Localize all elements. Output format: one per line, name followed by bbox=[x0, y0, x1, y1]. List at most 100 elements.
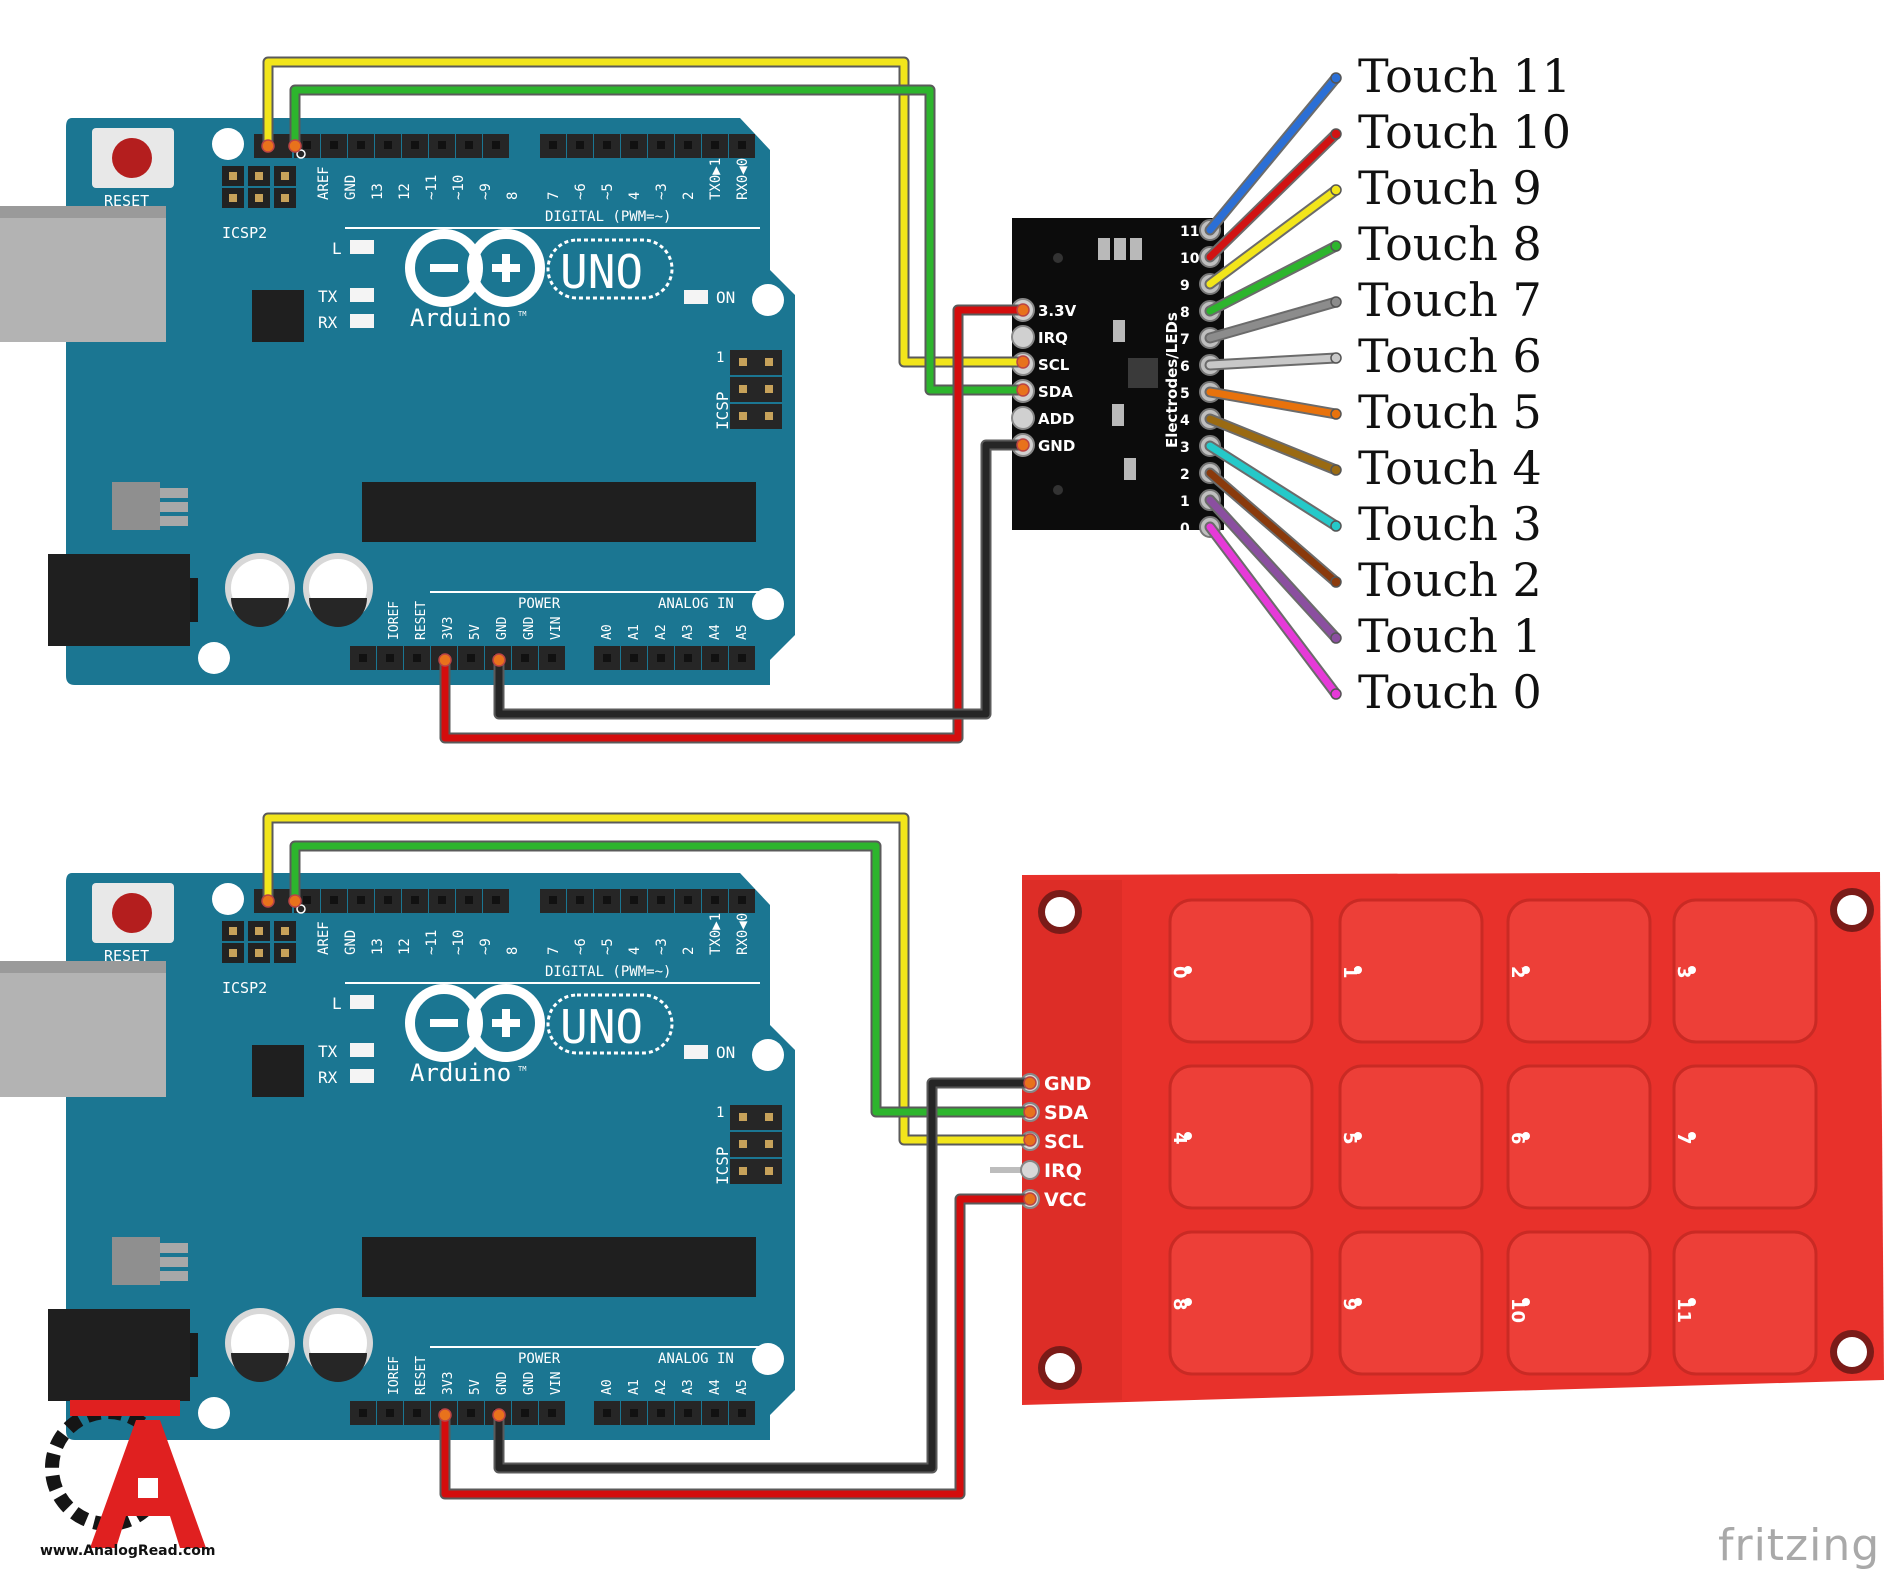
usb-chip bbox=[252, 1045, 304, 1097]
logo-letter-a-counter bbox=[138, 1478, 158, 1498]
digital-pin-label: 2 bbox=[681, 192, 697, 200]
header-hole bbox=[357, 896, 365, 904]
electrode-number: 11 bbox=[1180, 224, 1199, 240]
icsp2-pad bbox=[229, 194, 237, 202]
digital-pin-label: ~10 bbox=[451, 175, 467, 200]
electrodes-label: Electrodes/LEDs bbox=[1163, 312, 1181, 448]
icsp-pad bbox=[739, 358, 747, 366]
power-pin-label: IOREF bbox=[387, 1356, 402, 1395]
digital-pin-label: ~9 bbox=[478, 183, 494, 200]
keypad-pad-10 bbox=[1506, 1230, 1652, 1376]
digital-pin-label: TX0▶1 bbox=[708, 158, 724, 200]
electrode-number: 8 bbox=[1180, 305, 1190, 321]
keypad-pin-label: VCC bbox=[1044, 1189, 1087, 1211]
pad-via bbox=[1354, 1132, 1362, 1140]
header-hole bbox=[330, 896, 338, 904]
usb-connector-top bbox=[0, 206, 166, 218]
touch-wire bbox=[1206, 186, 1340, 288]
breakout-pin-label: SCL bbox=[1038, 356, 1070, 374]
wire-3v3-top-end bbox=[438, 653, 452, 667]
smd-part bbox=[1124, 458, 1136, 480]
digital-pin-label: GND bbox=[343, 930, 359, 955]
power-pin-label: GND bbox=[522, 616, 537, 640]
led-tx-label: TX bbox=[318, 287, 338, 306]
analog-pin-label: A1 bbox=[627, 1379, 642, 1395]
icsp2-pad bbox=[281, 927, 289, 935]
header-hole bbox=[738, 1409, 746, 1417]
icsp2-pad bbox=[281, 949, 289, 957]
usb-connector bbox=[0, 973, 166, 1097]
icsp2-pad bbox=[255, 194, 263, 202]
header-hole bbox=[738, 896, 746, 904]
wire-scl-top-end bbox=[261, 139, 275, 153]
wire-scl-bottom-end bbox=[261, 894, 275, 908]
led-l-label: L bbox=[332, 239, 342, 258]
capacitor-stripe bbox=[309, 1353, 367, 1382]
analog-pin-label: A2 bbox=[654, 1379, 669, 1395]
analog-pin-label: A3 bbox=[681, 1379, 696, 1395]
touch-wire bbox=[1206, 469, 1340, 586]
digital-pin-label: TX0▶1 bbox=[708, 913, 724, 955]
power-pin-label: 5V bbox=[468, 624, 483, 640]
voltage-regulator bbox=[112, 1237, 160, 1285]
header-hole bbox=[303, 896, 311, 904]
digital-pin-label: 4 bbox=[627, 192, 643, 200]
electrode-number: 4 bbox=[1180, 413, 1190, 429]
digital-pin-label: 8 bbox=[505, 192, 521, 200]
regulator-lead bbox=[160, 516, 188, 526]
header-hole bbox=[711, 1409, 719, 1417]
led-on bbox=[684, 290, 708, 304]
header-hole bbox=[657, 896, 665, 904]
regulator-lead bbox=[160, 1271, 188, 1281]
electrode-number: 5 bbox=[1180, 386, 1190, 402]
breakout-pin-label: ADD bbox=[1038, 410, 1075, 428]
icsp2-pad bbox=[229, 949, 237, 957]
icsp-pad bbox=[765, 412, 773, 420]
capacitor-stripe bbox=[231, 1353, 289, 1382]
keypad-pad-number: 2 bbox=[1507, 966, 1528, 979]
arduino-text: Arduino bbox=[410, 1059, 511, 1087]
analog-pin-label: A5 bbox=[735, 1379, 750, 1395]
header-hole bbox=[576, 141, 584, 149]
led-rx-label: RX bbox=[318, 313, 338, 332]
led-l bbox=[350, 240, 374, 254]
keypad-pad-2 bbox=[1506, 898, 1652, 1044]
keypad-pad-3 bbox=[1672, 898, 1818, 1044]
led-on-label: ON bbox=[716, 1043, 735, 1062]
dc-power-jack bbox=[48, 554, 190, 646]
icsp-pad bbox=[739, 1140, 747, 1148]
plus-sign-v bbox=[502, 254, 510, 282]
header-hole bbox=[711, 896, 719, 904]
icsp-pad bbox=[765, 358, 773, 366]
led-tx-label: TX bbox=[318, 1042, 338, 1061]
board-body bbox=[66, 873, 795, 1440]
header-hole bbox=[603, 654, 611, 662]
infinity-logo-left bbox=[405, 229, 483, 307]
keypad-pad-number: 7 bbox=[1673, 1132, 1694, 1145]
icsp2-label: ICSP2 bbox=[222, 224, 267, 242]
digital-pin-label: 13 bbox=[370, 183, 386, 200]
digital-pin-label: 13 bbox=[370, 938, 386, 955]
icsp-pad bbox=[765, 385, 773, 393]
infinity-logo-right bbox=[467, 984, 545, 1062]
analog-pin-label: A0 bbox=[600, 1379, 615, 1395]
digital-pin-label: ~6 bbox=[573, 938, 589, 955]
header-hole bbox=[465, 141, 473, 149]
touch-label-9: Touch 9 bbox=[1358, 161, 1542, 215]
analog-label: ANALOG IN bbox=[658, 1351, 734, 1367]
smd-part bbox=[1113, 320, 1125, 342]
header-hole bbox=[711, 141, 719, 149]
power-pin-label: VIN bbox=[549, 1372, 564, 1395]
icsp-pad bbox=[739, 412, 747, 420]
electrode-number: 3 bbox=[1180, 440, 1190, 456]
touch-label-10: Touch 10 bbox=[1358, 105, 1571, 159]
wire-gnd-top-end bbox=[492, 653, 506, 667]
touch-wire-end bbox=[1330, 576, 1342, 588]
power-pin-label: IOREF bbox=[387, 601, 402, 640]
wire-vcc-bottom-end bbox=[438, 1408, 452, 1422]
uno-badge bbox=[546, 993, 674, 1055]
pad-via bbox=[1354, 1298, 1362, 1306]
touch-wire-end bbox=[1330, 520, 1342, 532]
icsp2-pad bbox=[255, 927, 263, 935]
power-pin-label: 3V3 bbox=[441, 617, 456, 640]
